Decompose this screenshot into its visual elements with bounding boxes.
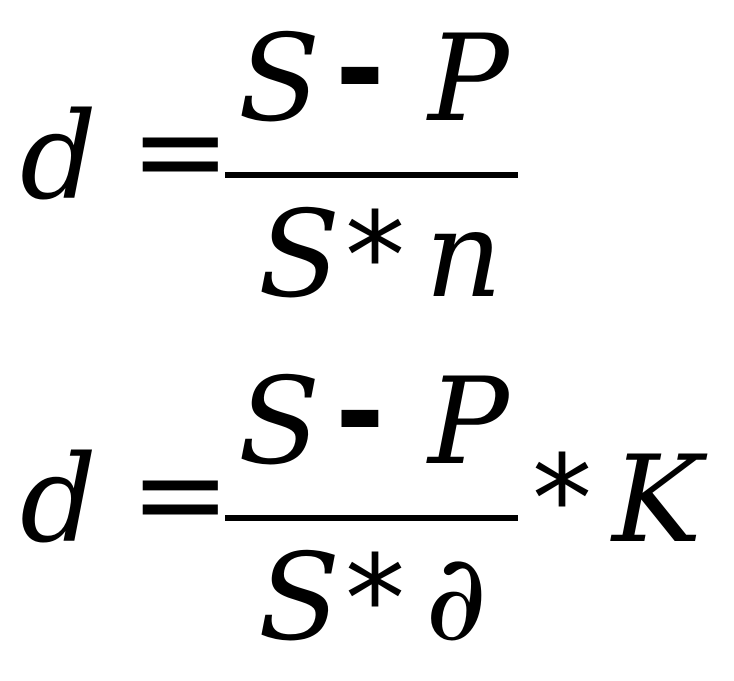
formula-1-denominator-right: n xyxy=(425,186,503,325)
formula-1-numerator-right: P xyxy=(428,10,509,149)
formula-1-equals: = xyxy=(130,82,231,221)
formula-1-denominator-left: S xyxy=(258,186,341,325)
formula-2-equals: = xyxy=(130,425,231,564)
formula-2-denominator-left: S xyxy=(258,529,341,668)
formula-2-multiplier-operator: * xyxy=(532,431,592,570)
formula-2: d = S - P S * ∂ * K xyxy=(0,341,734,681)
formula-2-fraction-bar xyxy=(225,515,518,521)
formula-1-fraction-bar xyxy=(225,172,518,178)
formula-2-denominator-operator: * xyxy=(345,531,405,670)
formula-2-lhs: d xyxy=(20,431,97,570)
formula-2-denominator-right: ∂ xyxy=(425,529,488,668)
formula-1-denominator-operator: * xyxy=(345,188,405,327)
formula-1: d = S - P S * n xyxy=(0,0,734,340)
formula-2-numerator-right: P xyxy=(428,353,509,492)
formula-2-numerator-left: S xyxy=(238,353,321,492)
formula-1-lhs: d xyxy=(20,88,97,227)
formula-2-numerator-operator: - xyxy=(335,343,385,482)
formula-1-numerator-left: S xyxy=(238,10,321,149)
formula-1-numerator-operator: - xyxy=(335,0,385,139)
formula-2-multiplier: K xyxy=(612,431,702,570)
